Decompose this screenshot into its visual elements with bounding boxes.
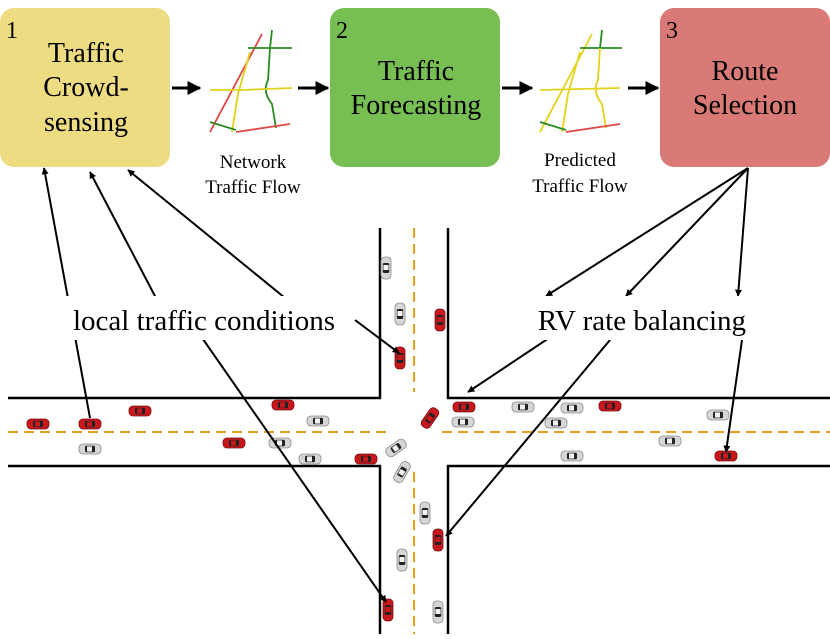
red-car: [598, 400, 622, 412]
red-car: [78, 418, 102, 430]
red-car: [271, 399, 295, 411]
gray-car: [511, 401, 535, 413]
local-conditions-arrows: [41, 167, 400, 603]
red-car: [420, 407, 440, 429]
gray-car: [451, 416, 475, 428]
local-traffic-conditions-label: local traffic conditions: [73, 305, 335, 337]
red-car: [128, 405, 152, 417]
network-flow-caption: Network Traffic Flow: [205, 152, 301, 198]
road-curbs: [8, 228, 830, 634]
local-label-bg: [52, 296, 354, 340]
red-car: [714, 450, 738, 462]
red-car: [26, 418, 50, 430]
box-title-line: Forecasting: [351, 90, 482, 121]
gray-car: [544, 417, 568, 429]
road-center-lines: [8, 228, 830, 634]
cars: [26, 256, 738, 624]
box-route-selection: 3 Route Selection: [660, 8, 830, 167]
box-number: 1: [6, 18, 18, 44]
svg-text:Traffic Flow: Traffic Flow: [205, 177, 301, 198]
box-title-line: Traffic: [48, 38, 124, 69]
gray-car: [396, 548, 408, 572]
svg-text:Traffic Flow: Traffic Flow: [532, 176, 628, 197]
svg-text:Predicted: Predicted: [544, 150, 616, 171]
red-car: [432, 528, 444, 552]
box-title-line: Crowd-: [43, 72, 129, 103]
box-title-line: Traffic: [378, 56, 454, 87]
predicted-flow-caption: Predicted Traffic Flow: [532, 150, 628, 197]
red-car: [434, 308, 446, 332]
box-title-line: Selection: [693, 90, 797, 121]
network-flow-icon: [209, 29, 293, 133]
box-forecasting: 2 Traffic Forecasting: [330, 8, 500, 167]
gray-car: [560, 450, 584, 462]
gray-car: [706, 409, 730, 421]
box-number: 3: [666, 18, 678, 44]
gray-car: [419, 501, 431, 525]
red-car: [382, 598, 394, 622]
gray-car: [393, 461, 411, 483]
gray-car: [385, 438, 407, 458]
road-intersection: [8, 228, 830, 634]
gray-car: [78, 443, 102, 455]
red-car: [354, 453, 378, 465]
gray-car: [560, 402, 584, 414]
svg-text:Network: Network: [220, 152, 287, 173]
predicted-flow-icon: [539, 29, 622, 133]
gray-car: [658, 435, 682, 447]
red-car: [222, 437, 246, 449]
gray-car: [394, 302, 406, 326]
box-title-line: Route: [712, 56, 779, 87]
gray-car: [306, 415, 330, 427]
box-crowdsensing: 1 Traffic Crowd- sensing: [0, 8, 170, 167]
gray-car: [432, 600, 444, 624]
red-car: [452, 401, 476, 413]
rv-label-bg: [518, 296, 764, 340]
rv-rate-balancing-label: RV rate balancing: [538, 305, 746, 337]
rv-balancing-arrows: [445, 167, 749, 537]
gray-car: [380, 256, 392, 280]
box-number: 2: [336, 18, 348, 44]
box-title-line: sensing: [44, 107, 128, 138]
gray-car: [298, 453, 322, 465]
